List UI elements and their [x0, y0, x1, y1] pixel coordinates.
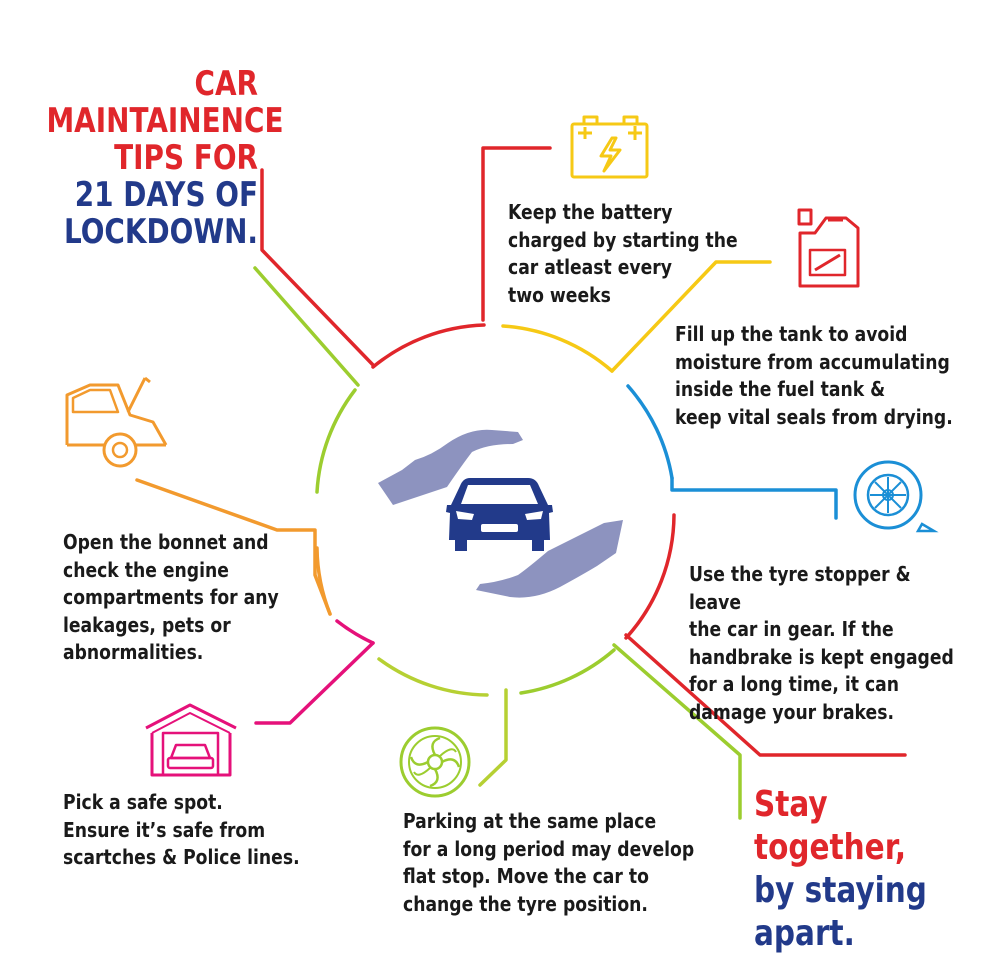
connector-slogan [624, 633, 907, 757]
tip-battery: Keep the battery charged by starting the… [508, 200, 738, 307]
connector-battery [481, 146, 552, 322]
battery-icon [570, 115, 649, 179]
connector-spot [254, 641, 375, 725]
ring [315, 323, 676, 697]
ring-arc-magenta [335, 619, 375, 645]
slogan-line-2: by staying [754, 870, 927, 911]
tyre-fan-icon [399, 726, 471, 798]
title-line-3: TIPS FOR [114, 138, 259, 178]
car-front [446, 478, 553, 551]
connector-parking [478, 688, 508, 787]
connector-title-red [260, 168, 376, 368]
title-line-4: 21 DAYS OF [74, 175, 258, 215]
title-line-5: LOCKDOWN. [63, 212, 258, 252]
car-bonnet-icon [65, 376, 168, 468]
tip-parking: Parking at the same place for a long per… [403, 809, 695, 916]
tip-tyre-stopper: Use the tyre stopper & leave the car in … [689, 562, 954, 724]
slogan: Stay together, by staying apart. [754, 783, 956, 955]
page-title: CAR MAINTAINENCE TIPS FOR 21 DAYS OF LOC… [46, 64, 284, 252]
tyre-stopper-icon [853, 460, 939, 533]
ring-arc-yellowgreen-bottom [377, 657, 489, 697]
tip-bonnet: Open the bonnet and check the engine com… [63, 530, 279, 664]
hands-protecting-car-icon [378, 429, 623, 598]
tip-fuel: Fill up the tank to avoid moisture from … [675, 322, 953, 429]
slogan-line-1: Stay together, [754, 784, 907, 868]
upper-hand [378, 429, 523, 505]
ring-arc-green-bottom-right [519, 648, 616, 695]
connectors [135, 146, 907, 820]
ring-arc-yellow [501, 324, 614, 373]
ring-arc-green-left [315, 388, 357, 494]
title-line-2: MAINTAINENCE [46, 101, 284, 141]
connector-bonnet [135, 478, 332, 616]
fuel-can-icon [797, 208, 860, 288]
connector-title-green [253, 266, 360, 387]
connector-slogan-green [612, 643, 742, 820]
ring-arc-blue [626, 384, 674, 480]
garage-icon [145, 703, 237, 777]
connector-fuel [610, 260, 772, 373]
ring-arc-red-right [624, 513, 676, 640]
connector-tyre [670, 476, 838, 520]
lower-hand [476, 520, 623, 598]
ring-arc-red-top [371, 323, 486, 369]
tip-safe-spot: Pick a safe spot. Ensure it’s safe from … [63, 790, 300, 869]
slogan-line-3: apart. [754, 913, 855, 954]
title-line-1: CAR [194, 64, 258, 104]
